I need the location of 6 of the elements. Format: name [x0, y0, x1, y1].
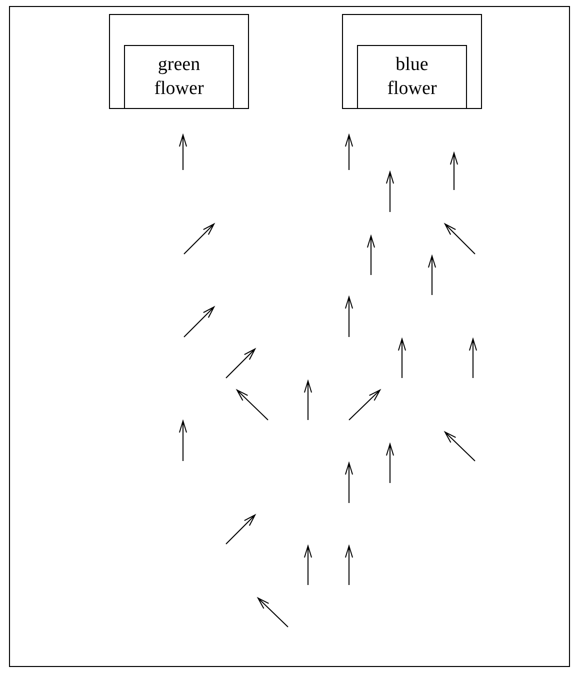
label-box [124, 45, 234, 109]
label-box [357, 45, 467, 109]
outer-box [109, 14, 249, 109]
box-label: green flower [153, 53, 205, 101]
outer-box [342, 14, 482, 109]
box-label: blue flower [386, 53, 438, 101]
